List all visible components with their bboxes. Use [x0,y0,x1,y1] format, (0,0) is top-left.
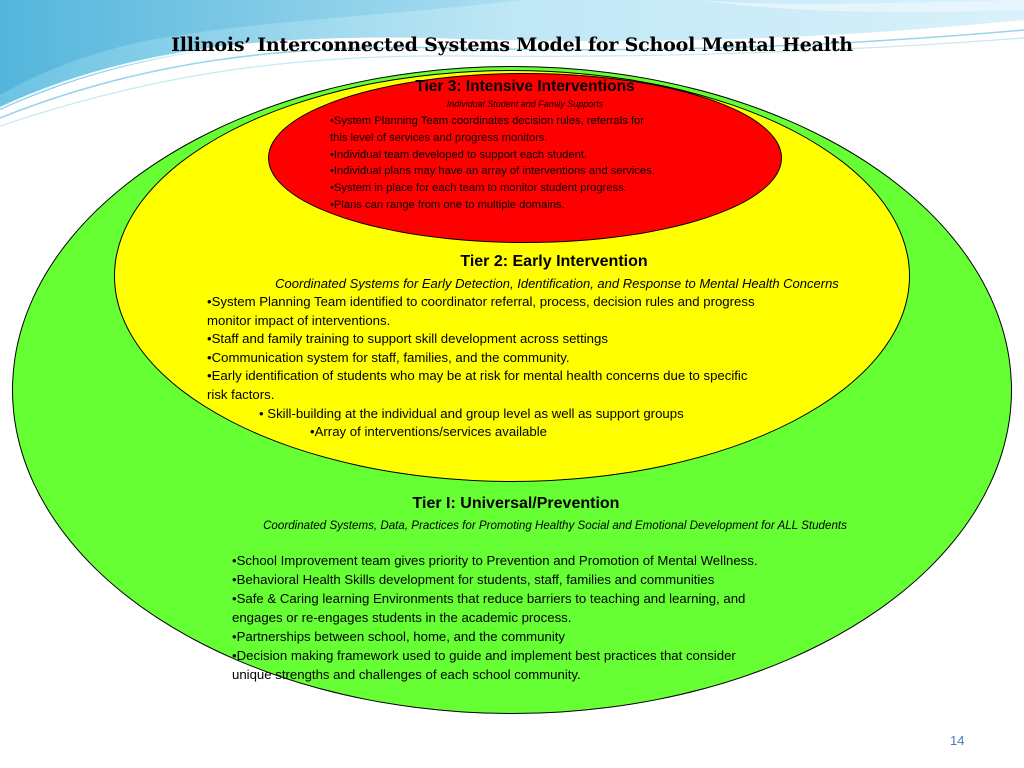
tier2-heading: Tier 2: Early Intervention [460,253,648,270]
tier2-bullet: •Early identification of students who ma… [207,368,748,384]
tier1-bullet: •Partnerships between school, home, and … [232,629,566,644]
tier3-bullet: •System Planning Team coordinates decisi… [330,115,644,127]
tier2-bullet: •Staff and family training to support sk… [207,331,608,347]
page-number: 14 [950,733,965,748]
tier3-bullet: •Individual plans may have an array of i… [330,165,655,178]
tier2-bullet: • Skill-building at the individual and g… [259,405,684,421]
tier2-bullet-list: •System Planning Team identified to coor… [207,293,872,442]
tier2-bullet: •Communication system for staff, familie… [207,349,570,365]
tier1-bullet-list: •School Improvement team gives priority … [232,551,862,684]
tier2-bullet: •System Planning Team identified to coor… [207,294,755,309]
tier3-bullet: •System in place for each team to monito… [330,182,627,195]
tier3-bullet: •Plans can range from one to multiple do… [330,198,565,211]
tier2-bullet: •Array of interventions/services availab… [310,424,547,440]
tier3-bullet: this level of services and progress moni… [330,131,548,144]
header-wave-decoration [0,0,1024,127]
tier1-heading: Tier I: Universal/Prevention [412,495,620,512]
tier2-subtitle: Coordinated Systems for Early Detection,… [275,276,839,291]
tier2-bullet: monitor impact of interventions. [207,312,391,328]
tier1-bullet: •Behavioral Health Skills development fo… [232,572,715,587]
tier3-bullet-list: •System Planning Team coordinates decisi… [330,113,750,214]
tier2-bullet: risk factors. [207,386,275,402]
tier1-bullet: engages or re-engages students in the ac… [232,610,572,625]
slide-title: Illinois’ Interconnected Systems Model f… [171,34,853,56]
tier3-ellipse [268,73,782,243]
tier3-bullet: •Individual team developed to support ea… [330,148,588,161]
tier3-heading: Tier 3: Intensive Interventions [415,78,635,95]
tier1-subtitle: Coordinated Systems, Data, Practices for… [263,519,847,532]
tier1-bullet: •Safe & Caring learning Environments tha… [232,591,746,606]
tier3-subtitle: Individual Student and Family Supports [446,99,604,109]
tier1-bullet: •Decision making framework used to guide… [232,648,736,663]
tier1-bullet: •School Improvement team gives priority … [232,553,758,568]
tier2-ellipse [114,70,910,482]
tier1-bullet: unique strengths and challenges of each … [232,667,581,682]
